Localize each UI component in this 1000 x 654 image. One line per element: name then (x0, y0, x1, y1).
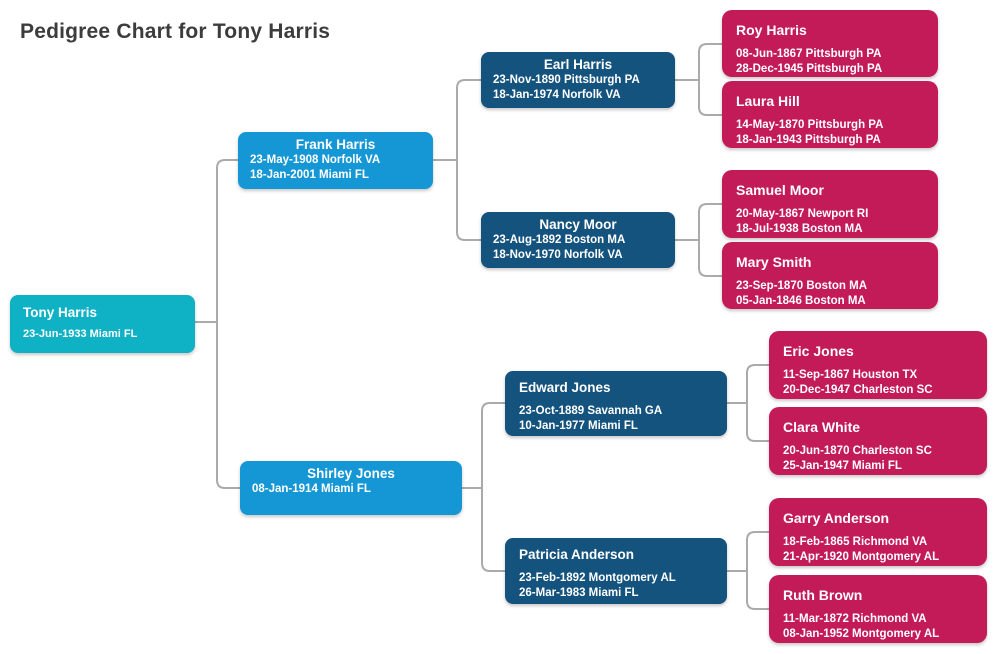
death-date: 05-Jan-1846 Boston MA (736, 294, 866, 307)
birth-date: 20-Jun-1870 Charleston SC (783, 445, 932, 457)
person-card-samuel-moor[interactable]: Samuel Moor 20-May-1867 Newport RI 18-Ju… (722, 170, 938, 238)
person-card-edward-jones[interactable]: Edward Jones 23-Oct-1889 Savannah GA 10-… (505, 371, 727, 436)
birth-date: 23-Jun-1933 Miami FL (23, 328, 138, 340)
birth-date: 23-Feb-1892 Montgomery AL (519, 572, 676, 584)
connector-shirley-bracket (481, 402, 505, 572)
person-name: Eric Jones (783, 343, 854, 359)
death-date: 20-Dec-1947 Charleston SC (783, 383, 933, 396)
death-date: 10-Jan-1977 Miami FL (519, 419, 638, 432)
person-dates: 08-Jan-1914 Miami FL (252, 482, 462, 497)
person-card-earl-harris[interactable]: Earl Harris 23-Nov-1890 Pittsburgh PA 18… (481, 52, 675, 108)
birth-date: 23-Aug-1892 Boston MA (493, 234, 626, 246)
connector-patricia-bracket (746, 531, 769, 610)
person-dates: 23-Oct-1889 Savannah GA 10-Jan-1977 Miam… (519, 404, 727, 433)
person-name: Nancy Moor (539, 217, 617, 232)
person-card-garry-anderson[interactable]: Garry Anderson 18-Feb-1865 Richmond VA 2… (769, 498, 987, 566)
birth-date: 11-Sep-1867 Houston TX (783, 369, 918, 381)
person-card-shirley-jones[interactable]: Shirley Jones 08-Jan-1914 Miami FL (240, 461, 462, 515)
person-dates: 20-Jun-1870 Charleston SC 25-Jan-1947 Mi… (783, 444, 987, 473)
person-card-roy-harris[interactable]: Roy Harris 08-Jun-1867 Pittsburgh PA 28-… (722, 10, 938, 77)
person-dates: 23-Sep-1870 Boston MA 05-Jan-1846 Boston… (736, 279, 938, 308)
birth-date: 08-Jan-1914 Miami FL (252, 483, 371, 495)
person-name: Frank Harris (295, 137, 376, 152)
person-dates: 23-Aug-1892 Boston MA 18-Nov-1970 Norfol… (493, 233, 675, 262)
birth-date: 14-May-1870 Pittsburgh PA (736, 119, 884, 131)
person-name: Samuel Moor (736, 182, 824, 198)
person-dates: 23-Jun-1933 Miami FL (23, 328, 195, 340)
death-date: 21-Apr-1920 Montgomery AL (783, 550, 940, 563)
death-date: 28-Dec-1945 Pittsburgh PA (736, 62, 883, 75)
birth-date: 23-May-1908 Norfolk VA (250, 154, 381, 166)
person-dates: 23-May-1908 Norfolk VA 18-Jan-2001 Miami… (250, 153, 433, 182)
person-dates: 23-Feb-1892 Montgomery AL 26-Mar-1983 Mi… (519, 571, 727, 600)
person-card-nancy-moor[interactable]: Nancy Moor 23-Aug-1892 Boston MA 18-Nov-… (481, 212, 675, 268)
person-name: Garry Anderson (783, 510, 890, 526)
death-date: 18-Nov-1970 Norfolk VA (493, 248, 623, 261)
person-name: Mary Smith (736, 254, 812, 270)
person-card-frank-harris[interactable]: Frank Harris 23-May-1908 Norfolk VA 18-J… (238, 132, 433, 189)
connector-frank-bracket (456, 79, 481, 241)
birth-date: 20-May-1867 Newport RI (736, 208, 869, 220)
person-name: Shirley Jones (307, 466, 395, 481)
person-name: Patricia Anderson (519, 547, 635, 562)
birth-date: 23-Nov-1890 Pittsburgh PA (493, 74, 640, 86)
person-name: Ruth Brown (783, 587, 863, 603)
chart-title: Pedigree Chart for Tony Harris (20, 20, 331, 43)
person-card-clara-white[interactable]: Clara White 20-Jun-1870 Charleston SC 25… (769, 407, 987, 475)
death-date: 18-Jul-1938 Boston MA (736, 222, 863, 235)
person-dates: 11-Sep-1867 Houston TX 20-Dec-1947 Charl… (783, 368, 987, 397)
person-name: Earl Harris (543, 57, 613, 72)
person-dates: 23-Nov-1890 Pittsburgh PA 18-Jan-1974 No… (493, 73, 675, 102)
person-dates: 18-Feb-1865 Richmond VA 21-Apr-1920 Mont… (783, 535, 987, 564)
connector-nancy-bracket (698, 203, 722, 277)
death-date: 18-Jan-2001 Miami FL (250, 168, 369, 181)
person-dates: 20-May-1867 Newport RI 18-Jul-1938 Bosto… (736, 207, 938, 236)
death-date: 25-Jan-1947 Miami FL (783, 459, 902, 472)
person-dates: 11-Mar-1872 Richmond VA 08-Jan-1952 Mont… (783, 612, 987, 641)
connector-edward-bracket (746, 364, 769, 442)
death-date: 08-Jan-1952 Montgomery AL (783, 627, 940, 640)
person-name: Clara White (783, 419, 861, 435)
person-name: Laura Hill (736, 93, 800, 109)
death-date: 26-Mar-1983 Miami FL (519, 586, 639, 599)
person-dates: 14-May-1870 Pittsburgh PA 18-Jan-1943 Pi… (736, 118, 938, 147)
person-name: Tony Harris (23, 305, 98, 320)
death-date: 18-Jan-1974 Norfolk VA (493, 88, 621, 101)
person-dates: 08-Jun-1867 Pittsburgh PA 28-Dec-1945 Pi… (736, 47, 938, 76)
connector-root-bracket (216, 159, 240, 489)
person-card-ruth-brown[interactable]: Ruth Brown 11-Mar-1872 Richmond VA 08-Ja… (769, 575, 987, 643)
person-name: Edward Jones (519, 380, 611, 395)
birth-date: 23-Oct-1889 Savannah GA (519, 405, 663, 417)
person-card-mary-smith[interactable]: Mary Smith 23-Sep-1870 Boston MA 05-Jan-… (722, 242, 938, 309)
person-card-laura-hill[interactable]: Laura Hill 14-May-1870 Pittsburgh PA 18-… (722, 81, 938, 148)
birth-date: 11-Mar-1872 Richmond VA (783, 613, 927, 625)
person-name: Roy Harris (736, 22, 807, 38)
birth-date: 08-Jun-1867 Pittsburgh PA (736, 48, 882, 60)
person-card-eric-jones[interactable]: Eric Jones 11-Sep-1867 Houston TX 20-Dec… (769, 331, 987, 399)
birth-date: 18-Feb-1865 Richmond VA (783, 536, 928, 548)
person-card-tony-harris[interactable]: Tony Harris 23-Jun-1933 Miami FL (10, 295, 195, 353)
death-date: 18-Jan-1943 Pittsburgh PA (736, 133, 881, 146)
connector-earl-bracket (698, 43, 722, 116)
birth-date: 23-Sep-1870 Boston MA (736, 280, 868, 292)
person-card-patricia-anderson[interactable]: Patricia Anderson 23-Feb-1892 Montgomery… (505, 538, 727, 604)
